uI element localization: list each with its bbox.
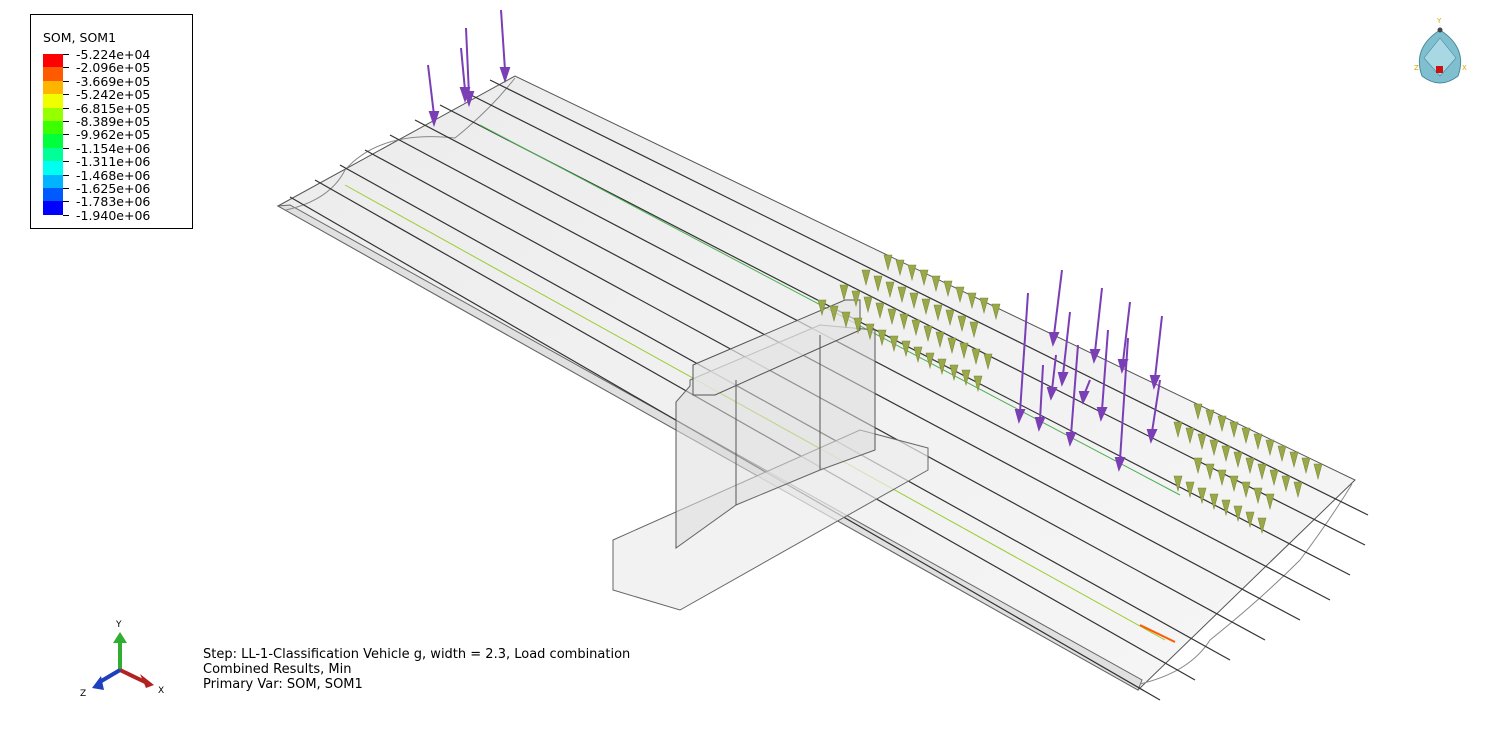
legend-value: -1.940e+06: [76, 207, 151, 223]
legend-value: -1.154e+06: [76, 140, 151, 156]
concentrated-loads-left[interactable]: [427, 9, 511, 128]
view-cube-x-label: X: [1462, 64, 1467, 72]
legend-swatch: [43, 201, 63, 215]
legend-tick: [63, 188, 69, 189]
legend-swatch: [43, 161, 63, 175]
legend-value: -1.625e+06: [76, 181, 151, 196]
legend-tick: [63, 214, 69, 216]
legend-value: -6.815e+05: [76, 100, 151, 116]
legend-value: -2.096e+05: [76, 60, 151, 76]
coordinate-triad: Y X Z: [80, 620, 164, 699]
triad-z-label: Z: [80, 689, 86, 699]
legend-swatch: [43, 54, 63, 68]
legend-value: -5.224e+04: [76, 47, 151, 62]
legend-tick: [63, 107, 69, 109]
pier-model[interactable]: [612, 299, 929, 611]
legend-value: -1.468e+06: [76, 167, 151, 183]
legend-tick: [63, 67, 69, 69]
legend-value: -5.242e+05: [76, 87, 151, 103]
legend-value: -1.783e+06: [76, 194, 151, 210]
legend-tick: [63, 147, 69, 149]
concentrated-loads-right[interactable]: [1014, 269, 1163, 472]
legend-swatch: [43, 80, 63, 95]
legend-swatch: [43, 174, 63, 188]
legend-swatch: [43, 188, 63, 202]
legend-tick: [63, 94, 69, 96]
step-info-line-step: Step: LL-1-Classification Vehicle g, wid…: [203, 647, 631, 662]
legend-tick: [63, 121, 69, 122]
legend-tick: [63, 80, 69, 82]
pressure-load-patch-middle[interactable]: [817, 254, 1001, 393]
legend-tick: [63, 161, 69, 163]
legend-tick: [63, 201, 69, 203]
legend-tick: [63, 174, 69, 176]
legend-value: -3.669e+05: [76, 73, 151, 89]
triad-y-label: Y: [115, 620, 122, 630]
legend-swatch: [43, 67, 63, 81]
legend-value: -8.389e+05: [76, 114, 151, 129]
pressure-load-patch-right[interactable]: [1173, 403, 1323, 535]
legend-tick: [63, 134, 69, 136]
stress-line-red: [1139, 624, 1176, 643]
view-cube-icon[interactable]: Y X Z: [1414, 17, 1467, 84]
legend-value: -9.962e+05: [76, 127, 151, 143]
legend-title: SOM, SOM1: [43, 30, 117, 45]
view-cube-y-label: Y: [1436, 17, 1442, 25]
legend-swatch: [43, 147, 63, 162]
step-info-line-primary-var: Primary Var: SOM, SOM1: [203, 677, 363, 692]
step-info-line-result: Combined Results, Min: [203, 662, 352, 677]
legend-swatch: [43, 121, 63, 135]
legend-value: -1.311e+06: [76, 154, 151, 170]
legend-swatch: [43, 107, 63, 121]
legend-swatch: [43, 134, 63, 148]
triad-x-label: X: [158, 686, 164, 696]
step-info-block: Step: LL-1-Classification Vehicle g, wid…: [203, 647, 630, 692]
view-cube-z-label: Z: [1414, 64, 1419, 72]
contour-legend[interactable]: SOM, SOM1 -5.224e+04-2.096e+05-3.669e+05…: [30, 14, 193, 229]
legend-swatch: [43, 94, 63, 108]
legend-tick: [63, 54, 69, 55]
